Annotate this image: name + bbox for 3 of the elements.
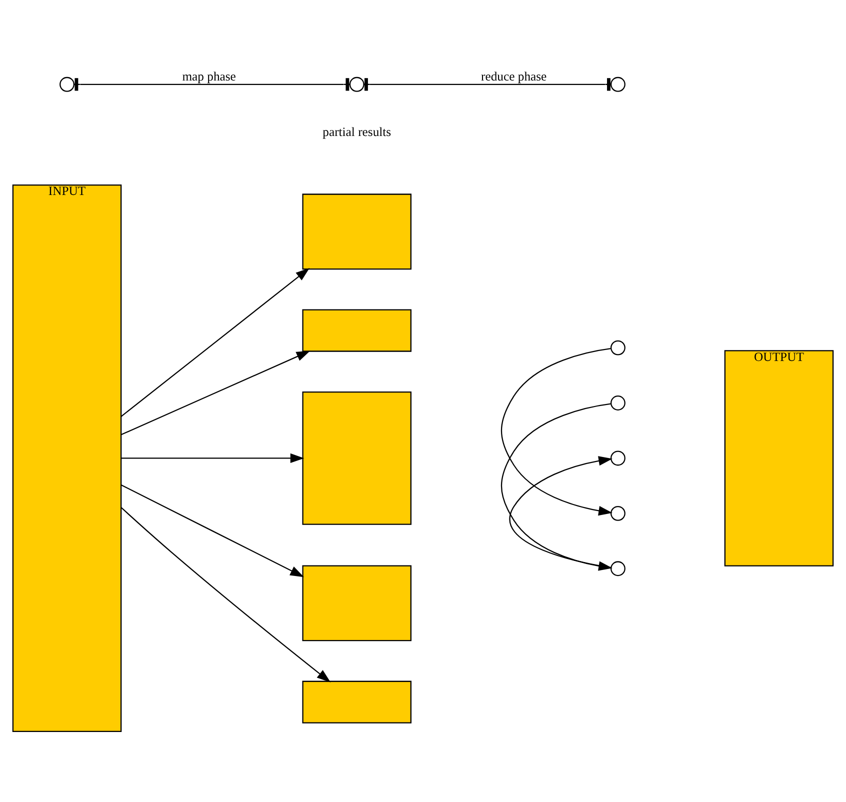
label: partial results [322,124,392,139]
edge-label: map phase [182,70,236,84]
edge-label: reduce phase [481,70,547,84]
